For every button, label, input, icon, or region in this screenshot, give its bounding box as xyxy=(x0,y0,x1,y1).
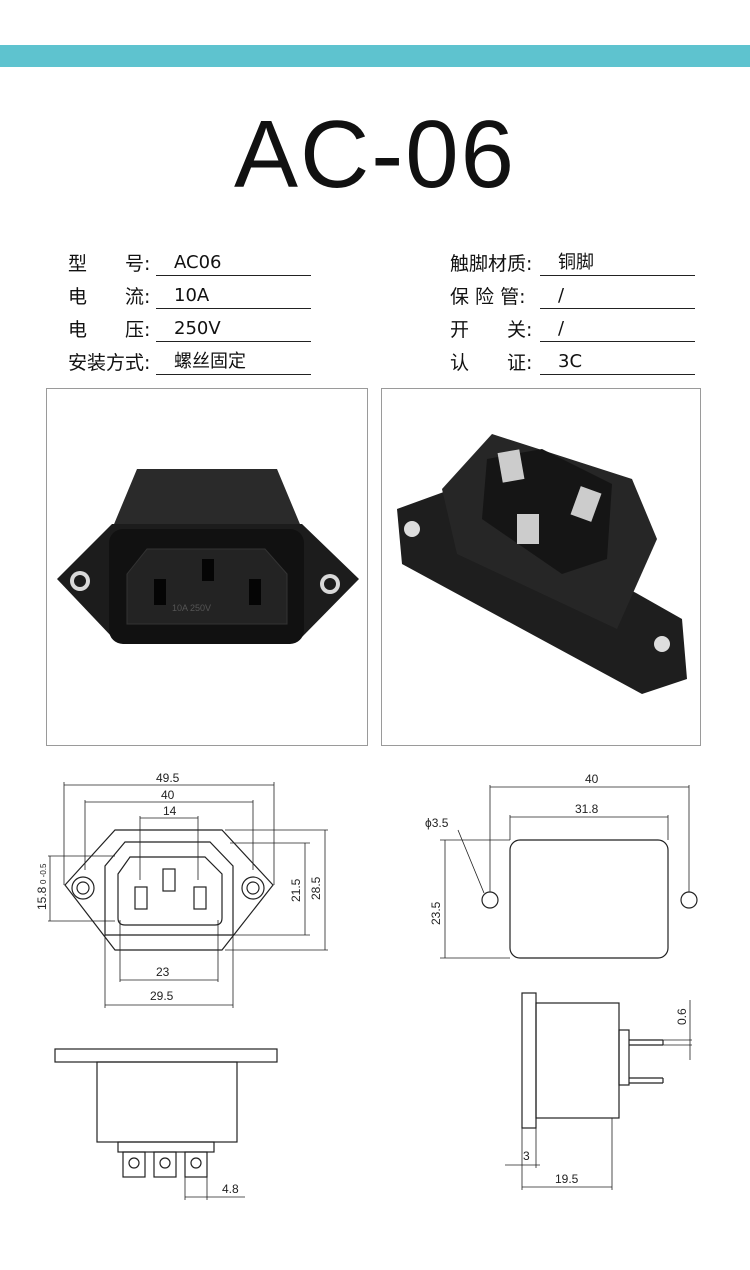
dim-pin-pitch: 4.8 xyxy=(222,1182,239,1196)
rating-marking: 10A 250V xyxy=(172,603,211,613)
spec-label: 电 压: xyxy=(68,319,151,341)
technical-drawings: 49.5 40 14 15.8 0 -0.5 21.5 28.5 23 29.5… xyxy=(35,771,698,1200)
spec-value: 螺丝固定 xyxy=(156,350,311,375)
dim-panel-width: 40 xyxy=(585,772,599,786)
product-title: AC-06 xyxy=(233,101,517,208)
dim-hole-diameter: ϕ3.5 xyxy=(425,816,449,830)
dim-panel-height: 23.5 xyxy=(429,901,443,925)
dim-hole-spacing: 40 xyxy=(161,788,175,802)
spec-value: 10A xyxy=(156,284,311,309)
spec-fuse: 保 险 管: / xyxy=(450,283,695,309)
spec-label: 认 证: xyxy=(450,352,533,374)
spec-label: 保 险 管: xyxy=(450,286,526,308)
spec-mounting: 安装方式:螺丝固定 xyxy=(68,349,311,375)
spec-label: 触脚材质: xyxy=(450,253,533,275)
dim-outer-height: 28.5 xyxy=(309,876,323,900)
bottom-view-drawing: 4.8 xyxy=(54,1048,278,1200)
spec-label: 安装方式: xyxy=(68,352,151,374)
dim-flange: 3 xyxy=(523,1149,530,1163)
spec-value: 3C xyxy=(540,350,695,375)
dim-left-tolerance: 0 -0.5 xyxy=(39,863,48,884)
dim-left-height: 15.8 xyxy=(35,886,49,910)
spec-voltage: 电 压:250V xyxy=(68,316,311,342)
spec-value: AC06 xyxy=(156,251,311,276)
product-photo-back xyxy=(381,388,701,746)
dim-depth: 19.5 xyxy=(555,1172,579,1186)
spec-value: / xyxy=(540,317,695,342)
spec-label: 开 关: xyxy=(450,319,533,341)
product-photo-front: 10A 250V xyxy=(46,388,368,746)
spec-value: / xyxy=(540,284,695,309)
panel-cutout-drawing: 40 31.8 ϕ3.5 23.5 xyxy=(425,772,698,959)
spec-pin-material: 触脚材质: 铜脚 xyxy=(450,250,695,276)
dim-inner-width: 23 xyxy=(156,965,170,979)
spec-certification: 认 证: 3C xyxy=(450,349,695,375)
dim-inner-height: 21.5 xyxy=(289,878,303,902)
dim-pin-spacing: 14 xyxy=(163,804,177,818)
dim-cutout-width: 31.8 xyxy=(575,802,599,816)
front-view-drawing: 49.5 40 14 15.8 0 -0.5 21.5 28.5 23 29.5 xyxy=(35,771,328,1008)
spec-switch: 开 关: / xyxy=(450,316,695,342)
side-view-drawing: 0.6 3 19.5 xyxy=(505,992,692,1190)
spec-value: 250V xyxy=(156,317,311,342)
spec-label: 电 流: xyxy=(68,286,151,308)
spec-label: 型 号: xyxy=(68,253,151,275)
dim-overall-width: 49.5 xyxy=(156,771,180,785)
accent-band xyxy=(0,45,750,67)
spec-model: 型 号:AC06 xyxy=(68,250,311,276)
spec-current: 电 流:10A xyxy=(68,283,311,309)
spec-value: 铜脚 xyxy=(540,251,695,276)
dim-outer-width: 29.5 xyxy=(150,989,174,1003)
dim-pin-thickness: 0.6 xyxy=(675,1008,689,1025)
